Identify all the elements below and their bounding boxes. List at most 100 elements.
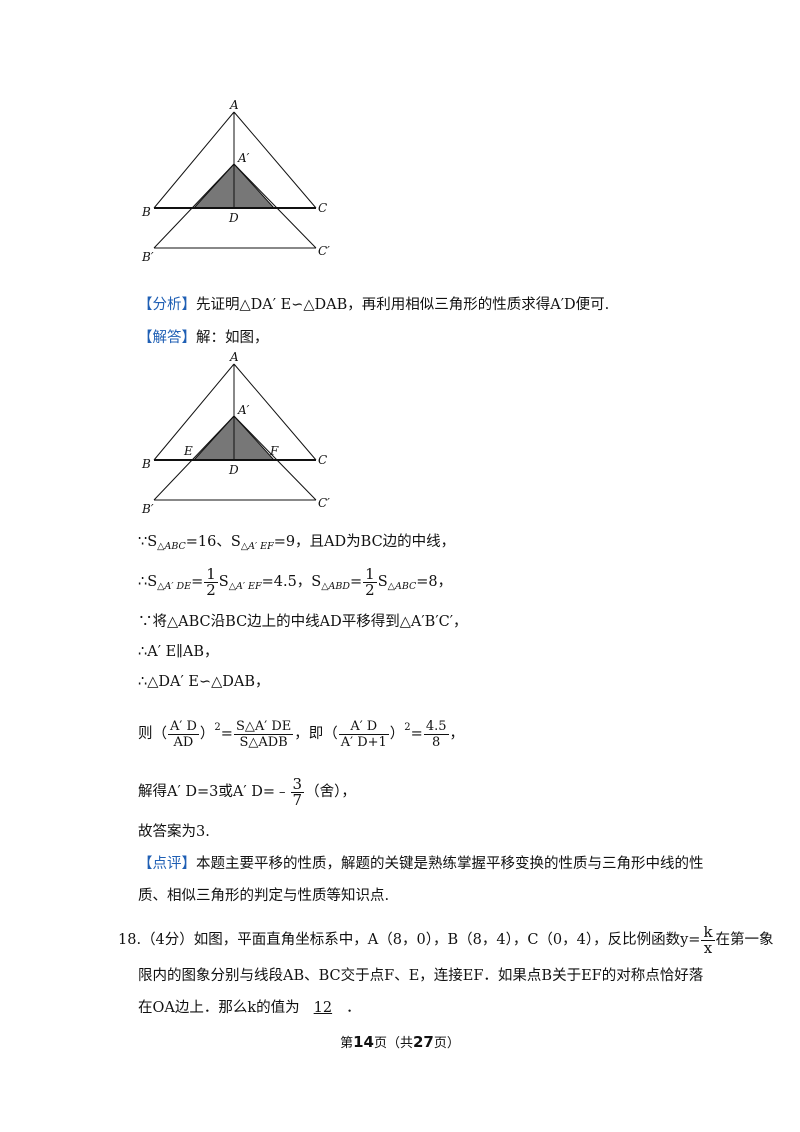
- text: ∵S: [138, 534, 158, 550]
- text: =: [220, 726, 233, 742]
- step-1: ∵S△ABC=16、S△A′ EF=9，且AD为BC边的中线，: [138, 532, 455, 557]
- step-8: 故答案为3.: [138, 824, 210, 840]
- subscript: △A′ EF: [228, 581, 262, 592]
- numerator: S△A′ DE: [233, 718, 294, 735]
- text: =8，: [416, 574, 453, 590]
- label-a-prime: A′: [237, 403, 250, 417]
- label-e: E: [183, 444, 193, 458]
- denominator: AD: [173, 734, 194, 750]
- question-18-line-3: 在OA边上．那么k的值为 12 ．: [138, 998, 361, 1018]
- label-d: D: [228, 211, 239, 225]
- text: =: [350, 574, 363, 590]
- solution-tag: 【解答】: [138, 330, 196, 346]
- text: S: [218, 574, 229, 590]
- numerator: A′ D: [168, 718, 199, 735]
- label-a: A: [229, 350, 239, 364]
- question-18-line-2: 限内的图象分别与线段AB、BC交于点F、E，连接EF．如果点B关于EF的对称点恰…: [138, 968, 704, 984]
- label-c-prime: C′: [318, 496, 330, 510]
- text: =4.5，S: [261, 574, 322, 590]
- text: S: [377, 574, 388, 590]
- text: ）: [389, 726, 405, 742]
- comment-tag: 【点评】: [138, 856, 196, 872]
- numerator: 3: [290, 774, 305, 793]
- exponent: 2: [404, 722, 411, 733]
- side-a-prime-b-prime: [153, 163, 235, 249]
- comment-text: 本题主要平移的性质，解题的关键是熟练掌握平移变换的性质与三角形中线的性: [196, 856, 704, 872]
- question-number: 18.: [118, 932, 142, 948]
- step-5: ∴△DA′ E∽△DAB，: [138, 674, 270, 690]
- text: ，: [449, 726, 465, 742]
- text: 第: [340, 1036, 354, 1051]
- text: （4分）如图，平面直角坐标系中，A（8，0），B（8，4），C（0，4），反比例…: [141, 932, 701, 948]
- answer-blank: 12: [313, 1000, 333, 1016]
- subscript: △A′ DE: [157, 581, 192, 592]
- exponent: 2: [214, 722, 221, 733]
- denominator: 2: [365, 580, 375, 599]
- text: ∴S: [138, 574, 158, 590]
- text: =: [410, 726, 423, 742]
- side-ac: [233, 111, 317, 209]
- numerator: 1: [204, 564, 218, 583]
- label-c-prime: C′: [318, 244, 330, 258]
- label-c: C: [318, 453, 327, 467]
- side-a-prime-c-prime: [233, 415, 317, 501]
- text: =16、S: [185, 534, 241, 550]
- denominator: S△ADB: [239, 734, 288, 750]
- subscript: △ABD: [321, 581, 351, 592]
- side-a-prime-b-prime: [153, 415, 235, 501]
- label-a-prime: A′: [237, 151, 250, 165]
- numerator: k: [701, 922, 715, 941]
- step-3: ∵将△ABC沿BC边上的中线AD平移得到△A′B′C′，: [138, 614, 468, 630]
- comment-line-2: 质、相似三角形的判定与性质等知识点.: [138, 888, 390, 904]
- denominator: A′ D+1: [340, 734, 387, 750]
- numerator: 1: [363, 564, 377, 583]
- text: =: [191, 574, 204, 590]
- side-ac: [233, 363, 317, 461]
- analysis-tag: 【分析】: [138, 297, 196, 313]
- subscript: △ABC: [157, 541, 186, 552]
- text: ）: [199, 726, 215, 742]
- subscript: △ABC: [387, 581, 417, 592]
- label-b-prime: B′: [141, 502, 154, 516]
- text: 在第一象: [715, 932, 774, 948]
- solution-text: 解：如图，: [196, 330, 269, 346]
- text: ，即（: [294, 726, 338, 742]
- text: ．: [346, 1000, 361, 1016]
- subscript: △A′ EF: [240, 541, 274, 552]
- denominator: x: [703, 938, 713, 957]
- side-ab: [153, 111, 235, 209]
- text: 解得A′ D=3或A′ D=﹣: [138, 784, 290, 800]
- text: =9，且AD为BC边的中线，: [273, 534, 456, 550]
- label-b-prime: B′: [141, 250, 154, 264]
- label-a: A: [229, 98, 239, 112]
- page-footer: 第14页（共27页）: [0, 1032, 800, 1051]
- label-c: C: [318, 201, 327, 215]
- label-f: F: [269, 444, 279, 458]
- label-b: B: [141, 457, 151, 471]
- denominator: 2: [206, 580, 216, 599]
- solution-line: 【解答】解：如图，: [138, 328, 269, 348]
- side-ab: [153, 363, 235, 461]
- text: 在OA边上．那么k的值为: [138, 1000, 300, 1016]
- step-4: ∴A′ E∥AB，: [138, 644, 219, 660]
- numerator: 4.5: [423, 718, 449, 735]
- question-18-line-1: 18.（4分）如图，平面直角坐标系中，A（8，0），B（8，4），C（0，4），…: [118, 922, 774, 958]
- analysis-text: 先证明△DA′ E∽△DAB，再利用相似三角形的性质求得A′D便可.: [196, 297, 610, 313]
- text: （舍），: [305, 784, 356, 800]
- label-b: B: [141, 205, 151, 219]
- denominator: 8: [432, 734, 441, 750]
- side-a-prime-c-prime: [233, 163, 317, 249]
- total-pages: 27: [413, 1033, 434, 1051]
- text: 页（共: [373, 1036, 413, 1051]
